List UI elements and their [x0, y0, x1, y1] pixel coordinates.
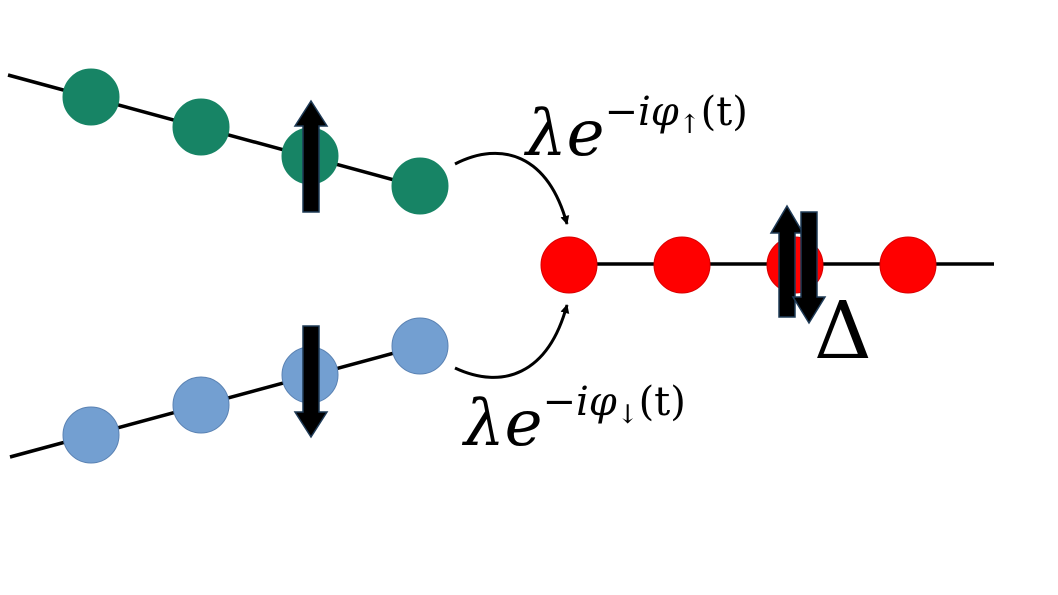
lower-tunneling-arrow: [454, 304, 570, 379]
pair-up-arrow: [769, 204, 805, 318]
pair-down-arrow: [791, 211, 827, 325]
right-site: [540, 236, 598, 294]
lower-site: [391, 317, 449, 375]
right-site: [653, 236, 711, 294]
gap-label: Δ: [814, 284, 872, 377]
upper-site: [391, 157, 449, 215]
right-chain: [540, 204, 994, 325]
upper-hopping-label: λe−iφ↑(t): [523, 89, 748, 171]
lower-hopping-label: λe−iφ↓(t): [461, 379, 686, 461]
upper-chain: [7, 68, 449, 215]
spin-down-arrow: [293, 325, 329, 439]
right-site: [879, 236, 937, 294]
lower-chain: [9, 317, 449, 464]
lower-site: [62, 406, 120, 464]
spin-up-arrow: [293, 99, 329, 213]
lower-site: [172, 376, 230, 434]
upper-tunneling-arrow: [454, 151, 570, 225]
upper-site: [172, 98, 230, 156]
upper-site: [62, 68, 120, 126]
